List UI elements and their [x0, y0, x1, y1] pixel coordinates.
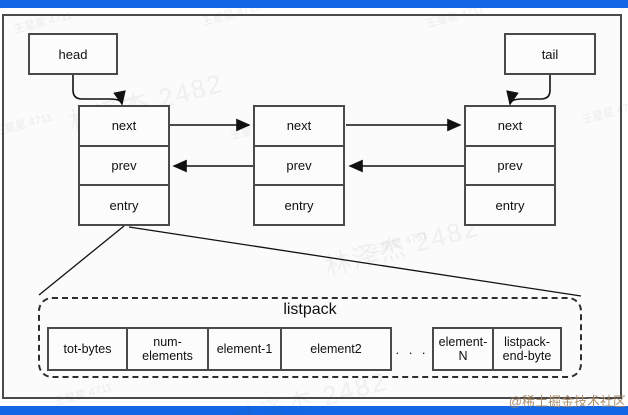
list-node-1: next prev entry: [78, 105, 170, 226]
list-node-2: next prev entry: [253, 105, 345, 226]
node1-next-cell: next: [111, 118, 137, 134]
listpack-cell-num-elements: num-elements: [126, 327, 209, 371]
listpack-cells-right: element-N listpack-end-byte: [432, 327, 562, 371]
listpack-cell-element-n: element-N: [432, 327, 494, 371]
node2-entry-cell: entry: [255, 184, 343, 224]
juejin-brand-watermark: @稀土掘金技术社区: [508, 394, 626, 409]
bottom-blue-bar: [0, 406, 628, 415]
node2-next-cell: next: [286, 118, 312, 134]
head-label: head: [58, 46, 88, 62]
tail-label: tail: [541, 46, 559, 62]
listpack-cell-tot-bytes: tot-bytes: [47, 327, 128, 371]
listpack-dashed-box: [38, 297, 582, 378]
node1-prev-cell: prev: [80, 144, 168, 185]
head-box: head: [28, 33, 118, 75]
listpack-title: listpack: [283, 301, 337, 318]
list-node-3: next prev entry: [464, 105, 556, 226]
node3-next-cell: next: [497, 118, 523, 134]
listpack-ellipsis: . . .: [395, 341, 429, 357]
node1-entry-cell: entry: [80, 184, 168, 224]
listpack-cell-element-1: element-1: [207, 327, 282, 371]
node3-prev-cell: prev: [466, 144, 554, 185]
listpack-cell-listpack-end-byte: listpack-end-byte: [492, 327, 562, 371]
tail-box: tail: [504, 33, 596, 75]
listpack-cell-element-2: element2: [280, 327, 392, 371]
node3-entry-cell: entry: [466, 184, 554, 224]
top-blue-bar: [0, 0, 628, 8]
node2-prev-cell: prev: [255, 144, 343, 185]
listpack-cells-left: tot-bytes num-elements element-1 element…: [47, 327, 392, 371]
